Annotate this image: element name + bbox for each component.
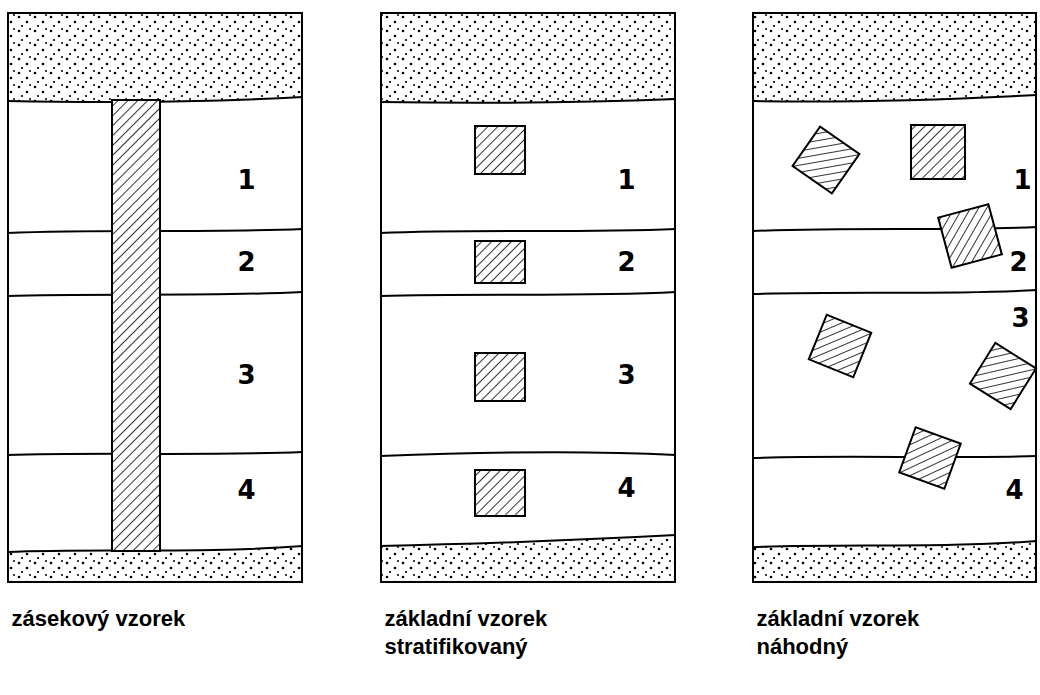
layer-number: 1 — [618, 165, 636, 195]
random-sample-panel — [752, 12, 1037, 583]
panel-caption: základní vzorek náhodný — [757, 605, 957, 661]
layer-number: 1 — [238, 165, 256, 195]
stratified-sample-panel: 1234základní vzorek stratifikovaný — [380, 12, 676, 583]
layer-number: 2 — [618, 247, 636, 277]
layer-number: 4 — [1006, 475, 1024, 505]
layer-number: 2 — [1010, 247, 1028, 277]
random-sample-panel: 1234základní vzorek náhodný — [752, 12, 1037, 583]
layer-number: 3 — [238, 360, 256, 390]
channel-sample-panel — [7, 12, 303, 583]
panel-caption: zásekový vzorek — [12, 605, 212, 633]
stratified-sample-panel — [380, 12, 676, 583]
layer-number: 3 — [618, 360, 636, 390]
channel-sample-panel: 1234zásekový vzorek — [7, 12, 303, 583]
layer-number: 3 — [1012, 303, 1030, 333]
layer-number: 2 — [238, 247, 256, 277]
layer-number: 4 — [618, 473, 636, 503]
panel-caption: základní vzorek stratifikovaný — [385, 605, 585, 661]
layer-number: 1 — [1014, 165, 1032, 195]
layer-number: 4 — [238, 475, 256, 505]
